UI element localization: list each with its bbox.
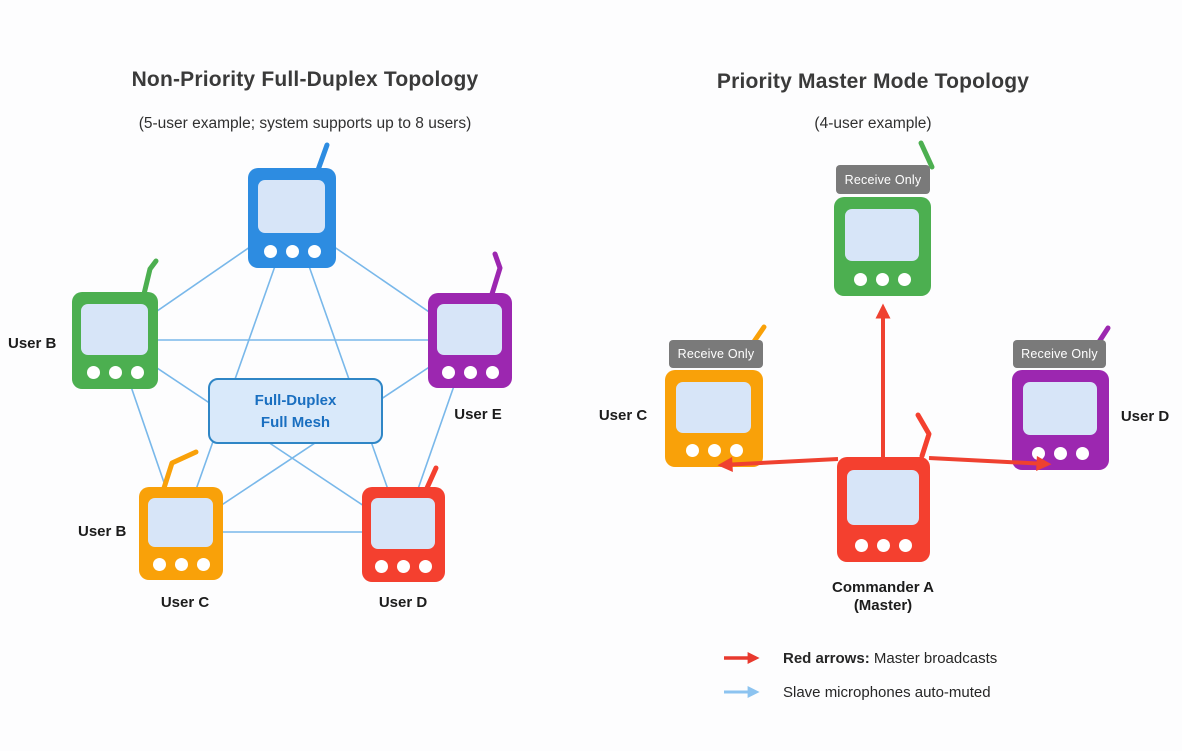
device-screen (1022, 382, 1098, 435)
radio-device-orange-left (139, 487, 223, 580)
full-duplex-mesh-box: Full-Duplex Full Mesh (208, 378, 383, 444)
commander-line2: (Master) (853, 597, 913, 614)
device-screen (257, 180, 326, 233)
device-screen (847, 469, 919, 526)
radio-device-green-left (72, 292, 158, 389)
antenna-icon (315, 142, 330, 173)
device-screen (675, 381, 752, 434)
legend-red-bold: Red arrows: (783, 649, 870, 667)
master-broadcast-arrows (717, 303, 1052, 472)
radio-device-master-red (837, 457, 930, 562)
device-buttons (248, 245, 336, 258)
radio-device-purple-right (1012, 370, 1109, 470)
receive-only-badge-green: Receive Only (836, 165, 930, 194)
radio-device-red-left (362, 487, 445, 582)
receive-only-badge-purple: Receive Only (1013, 340, 1106, 368)
device-screen (844, 208, 920, 262)
device-buttons (1012, 447, 1109, 460)
antenna-icon (141, 258, 159, 297)
radio-device-orange-right (665, 370, 763, 467)
label-user-b-green: User B (8, 335, 57, 352)
legend-row-red: Red arrows: Master broadcasts (722, 648, 997, 668)
legend-red-text: Red arrows: Master broadcasts (783, 650, 997, 667)
label-user-d-right: User D (1120, 408, 1170, 425)
device-buttons (72, 366, 158, 380)
device-buttons (834, 273, 931, 287)
radio-device-purple-left (428, 293, 512, 388)
legend-row-blue: Slave microphones auto-muted (722, 682, 991, 702)
label-user-c-right: User C (598, 407, 648, 424)
antenna-icon (161, 449, 199, 491)
legend-red-rest: Master broadcasts (869, 649, 998, 667)
device-screen (437, 304, 502, 355)
left-diagram-title: Non-Priority Full-Duplex Topology (131, 68, 479, 91)
commander-line1: Commander A (832, 579, 934, 596)
radio-device-green-right (834, 197, 931, 296)
label-user-e-left: User E (454, 406, 502, 423)
red-arrow-icon (724, 652, 760, 664)
antenna-icon (915, 412, 932, 459)
label-user-d-left: User D (378, 594, 428, 611)
legend-blue-text: Slave microphones auto-muted (783, 683, 991, 701)
device-screen (148, 498, 213, 548)
mesh-box-line2: Full Mesh (260, 413, 331, 431)
device-buttons (428, 365, 512, 379)
label-user-b-orange: User B (78, 523, 127, 540)
device-buttons (139, 557, 223, 571)
label-user-c-left: User C (160, 594, 210, 611)
device-buttons (837, 538, 930, 552)
label-commander-master: Commander A (Master) (803, 579, 963, 615)
receive-only-badge-orange: Receive Only (669, 340, 763, 368)
mesh-box-line1: Full-Duplex (254, 391, 337, 409)
device-screen (371, 498, 436, 549)
antenna-icon (424, 465, 439, 491)
device-screen (81, 303, 148, 356)
device-buttons (665, 444, 763, 458)
radio-device-blue (248, 168, 336, 268)
right-diagram-title: Priority Master Mode Topology (716, 70, 1030, 93)
device-buttons (362, 559, 445, 573)
antenna-icon (489, 251, 503, 297)
left-diagram-subtitle: (5-user example; system supports up to 8… (138, 115, 472, 132)
antenna-icon (918, 140, 935, 170)
blue-arrow-icon (724, 686, 760, 698)
right-diagram-subtitle: (4-user example) (814, 115, 932, 132)
